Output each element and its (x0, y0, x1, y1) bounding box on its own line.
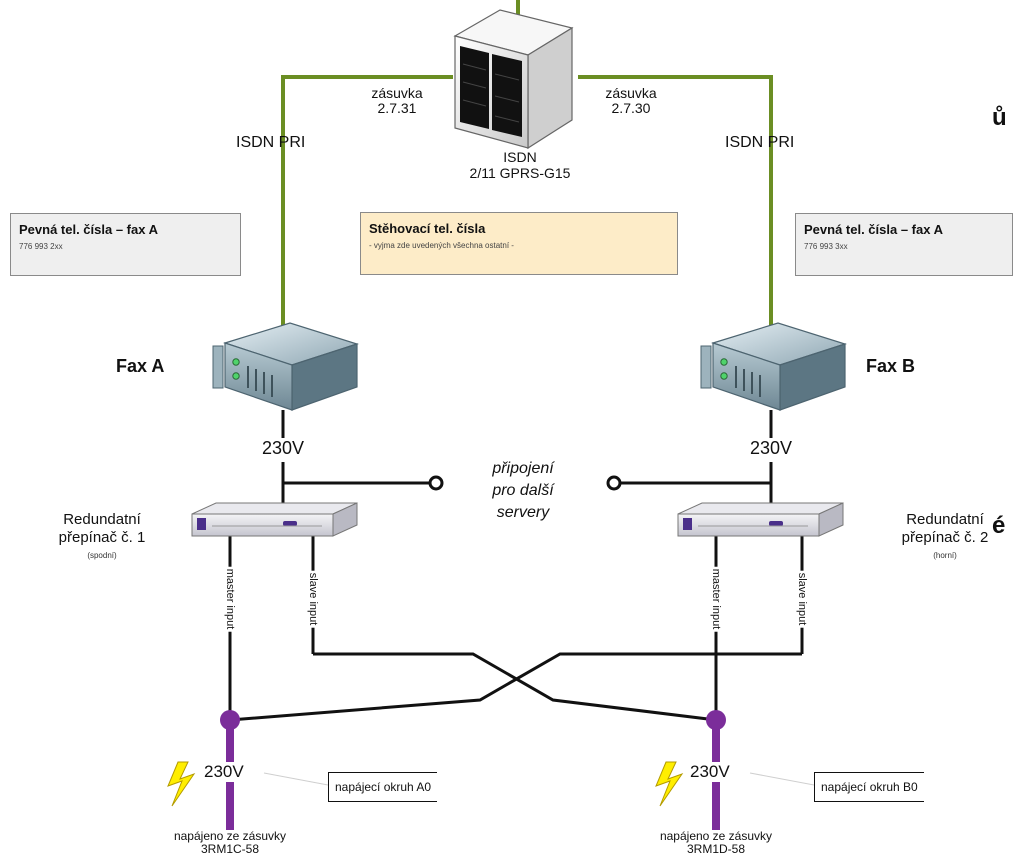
power-source-right: napájeno ze zásuvky 3RM1D-58 (659, 829, 773, 856)
moving-numbers-box: Stěhovací tel. čísla - vyjma zde uvedený… (360, 212, 678, 275)
fixed-numbers-range-right: 776 993 3xx (804, 242, 848, 251)
connector-terminal-right[interactable] (606, 475, 622, 491)
socket-left-id: 2.7.31 (377, 100, 417, 116)
circuit-label-b0: napájecí okruh B0 (814, 772, 924, 802)
lightning-icon-right (655, 761, 684, 807)
supply-voltage-left: 230V (202, 762, 246, 782)
slave-input-label-right: slave input (796, 570, 808, 628)
isdn-line-right (578, 75, 773, 340)
fax-a-label: Fax A (116, 356, 165, 376)
power-source-left-line1: napájeno ze zásuvky (173, 829, 287, 843)
isdn-pri-label-right: ISDN PRI (725, 134, 795, 151)
socket-left-word: zásuvka (371, 85, 423, 101)
fixed-numbers-box-left: Pevná tel. čísla – fax A 776 993 2xx (10, 213, 241, 276)
voltage-label-fax-a: 230V (258, 438, 308, 459)
switch-2-label: Redundatní přepínač č. 2 (horní) (902, 511, 989, 565)
switch-1-icon (191, 502, 358, 537)
slave-input-label-left: slave input (307, 570, 319, 628)
additional-servers-line2: pro další (492, 482, 554, 499)
isdn-server-name: ISDN (503, 149, 537, 165)
fax-a-server-icon (212, 322, 359, 411)
socket-right-id: 2.7.30 (611, 100, 651, 116)
switch-2-line1: Redundatní (906, 511, 984, 528)
additional-servers-note: připojení pro další servery (492, 458, 553, 524)
socket-right-label: zásuvka 2.7.30 (605, 86, 656, 116)
power-source-left: napájeno ze zásuvky 3RM1C-58 (173, 829, 287, 856)
fax-b-label: Fax B (866, 356, 916, 376)
power-source-right-line1: napájeno ze zásuvky (659, 829, 773, 843)
fixed-numbers-range-left: 776 993 2xx (19, 242, 63, 251)
moving-numbers-title: Stěhovací tel. čísla (369, 221, 486, 236)
cropped-text-fragment-bottom: é (992, 512, 1006, 539)
isdn-line-left (281, 75, 453, 340)
switch-2-icon (677, 502, 844, 537)
switch-2-line2: přepínač č. 2 (901, 529, 989, 546)
junction-left (220, 710, 240, 730)
master-input-label-right: master input (710, 566, 722, 632)
switch-2-position: (horní) (933, 551, 957, 560)
moving-numbers-note: - vyjma zde uvedených všechna ostatní - (369, 241, 514, 250)
additional-servers-line1: připojení (492, 460, 554, 477)
power-source-right-line2: 3RM1D-58 (686, 842, 746, 856)
switch-1-label: Redundatní přepínač č. 1 (spodní) (59, 511, 146, 565)
cropped-text-fragment-top: ů (992, 104, 1007, 131)
lightning-icon-left (167, 761, 196, 807)
isdn-server-icon (453, 9, 574, 150)
fixed-numbers-box-right: Pevná tel. čísla – fax A 776 993 3xx (795, 213, 1013, 276)
switch-1-line1: Redundatní (63, 511, 141, 528)
power-source-left-line2: 3RM1C-58 (200, 842, 260, 856)
fax-b-server-icon (700, 322, 847, 411)
socket-left-label: zásuvka 2.7.31 (371, 86, 422, 116)
isdn-lines (281, 0, 773, 340)
switch-1-line2: přepínač č. 1 (58, 529, 146, 546)
fixed-numbers-title-left: Pevná tel. čísla – fax A (19, 222, 158, 237)
supply-voltage-right: 230V (688, 762, 732, 782)
power-wiring (228, 410, 804, 722)
connector-terminal-left[interactable] (428, 475, 444, 491)
isdn-server-label: ISDN 2/11 GPRS-G15 (470, 149, 571, 181)
socket-right-word: zásuvka (605, 85, 657, 101)
voltage-label-fax-b: 230V (746, 438, 796, 459)
junction-right (706, 710, 726, 730)
isdn-server-model: 2/11 GPRS-G15 (469, 165, 571, 181)
additional-servers-line3: servery (496, 504, 550, 521)
fixed-numbers-title-right: Pevná tel. čísla – fax A (804, 222, 943, 237)
isdn-pri-label-left: ISDN PRI (236, 134, 306, 151)
switch-1-position: (spodní) (87, 551, 117, 560)
master-input-label-left: master input (224, 566, 236, 632)
circuit-label-a0: napájecí okruh A0 (328, 772, 438, 802)
